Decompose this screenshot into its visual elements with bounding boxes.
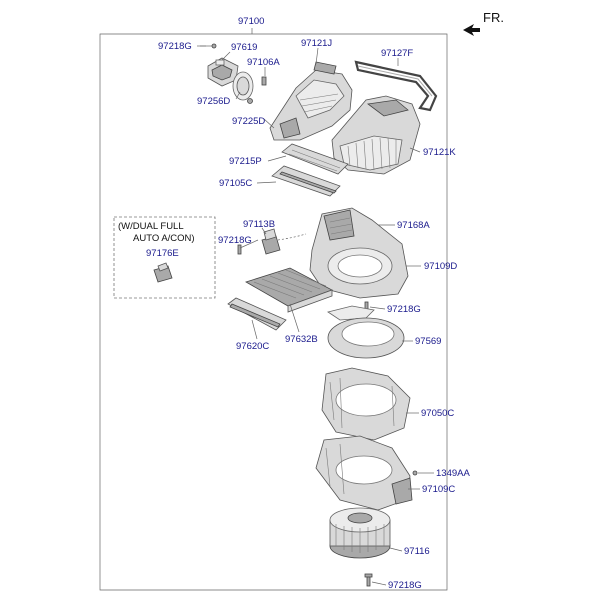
assembly-part-number: 97100 bbox=[238, 16, 264, 27]
callout-97620c: 97620C bbox=[236, 341, 269, 352]
callout-97256d: 97256D bbox=[197, 96, 230, 107]
filter-cover-part bbox=[227, 297, 287, 331]
callout-97215p: 97215P bbox=[229, 156, 262, 167]
callout-97109d: 97109D bbox=[424, 261, 457, 272]
callout-97116: 97116 bbox=[404, 546, 430, 557]
callout-97218g-case: 97218G bbox=[387, 304, 421, 315]
front-arrow-icon bbox=[463, 24, 480, 36]
seal-gasket-part bbox=[354, 60, 438, 112]
dual-auto-variant-box bbox=[113, 216, 216, 299]
callout-97218g-bottom: 97218G bbox=[388, 580, 422, 591]
assembly-bracket-frame bbox=[99, 28, 448, 591]
callout-97632b: 97632B bbox=[285, 334, 318, 345]
cabin-air-filter-part bbox=[245, 267, 333, 313]
humidity-sensor-part bbox=[153, 262, 173, 283]
callout-97127f: 97127F bbox=[381, 48, 413, 59]
callout-97109c: 97109C bbox=[422, 484, 455, 495]
callout-97225d: 97225D bbox=[232, 116, 265, 127]
variant-note-line1: (W/DUAL FULL bbox=[118, 221, 184, 232]
intake-door-part bbox=[281, 143, 349, 175]
callout-97050c: 97050C bbox=[421, 408, 454, 419]
callout-97105c: 97105C bbox=[219, 178, 252, 189]
callout-97218g-mid: 97218G bbox=[218, 235, 252, 246]
leader-lines bbox=[197, 45, 434, 586]
callout-97168a: 97168A bbox=[397, 220, 430, 231]
front-label: FR. bbox=[483, 10, 504, 25]
callout-97176e: 97176E bbox=[146, 248, 179, 259]
screw-part-mid bbox=[237, 244, 242, 255]
blower-case-upper-part bbox=[309, 207, 409, 299]
blower-motor-fan-part bbox=[329, 507, 391, 559]
intake-case-lower-part bbox=[331, 95, 421, 175]
lever-gear-part bbox=[232, 71, 254, 104]
bellmouth-part bbox=[327, 305, 405, 359]
intake-case-upper-part bbox=[269, 61, 353, 141]
callout-97569: 97569 bbox=[415, 336, 441, 347]
screw-part-97106a bbox=[261, 76, 267, 86]
callout-97218g-top: 97218G bbox=[158, 41, 192, 52]
front-direction-marker: FR. bbox=[463, 10, 504, 36]
callout-97619: 97619 bbox=[231, 42, 257, 53]
callout-97121k: 97121K bbox=[423, 147, 456, 158]
mode-actuator-part bbox=[207, 57, 239, 87]
callout-97106a: 97106A bbox=[247, 57, 280, 68]
callout-97113b: 97113B bbox=[243, 219, 275, 230]
screw-part-bottom bbox=[364, 573, 373, 587]
scroll-case-part bbox=[321, 367, 411, 441]
blower-case-lower-part bbox=[315, 435, 413, 511]
callout-97121j: 97121J bbox=[301, 38, 332, 49]
blower-resistor-part bbox=[261, 228, 307, 255]
variant-note-line2: AUTO A/CON) bbox=[133, 233, 195, 244]
callout-1349aa: 1349AA bbox=[436, 468, 470, 479]
intake-door-seal-part bbox=[271, 165, 341, 197]
screw-part-1349aa bbox=[412, 470, 418, 476]
